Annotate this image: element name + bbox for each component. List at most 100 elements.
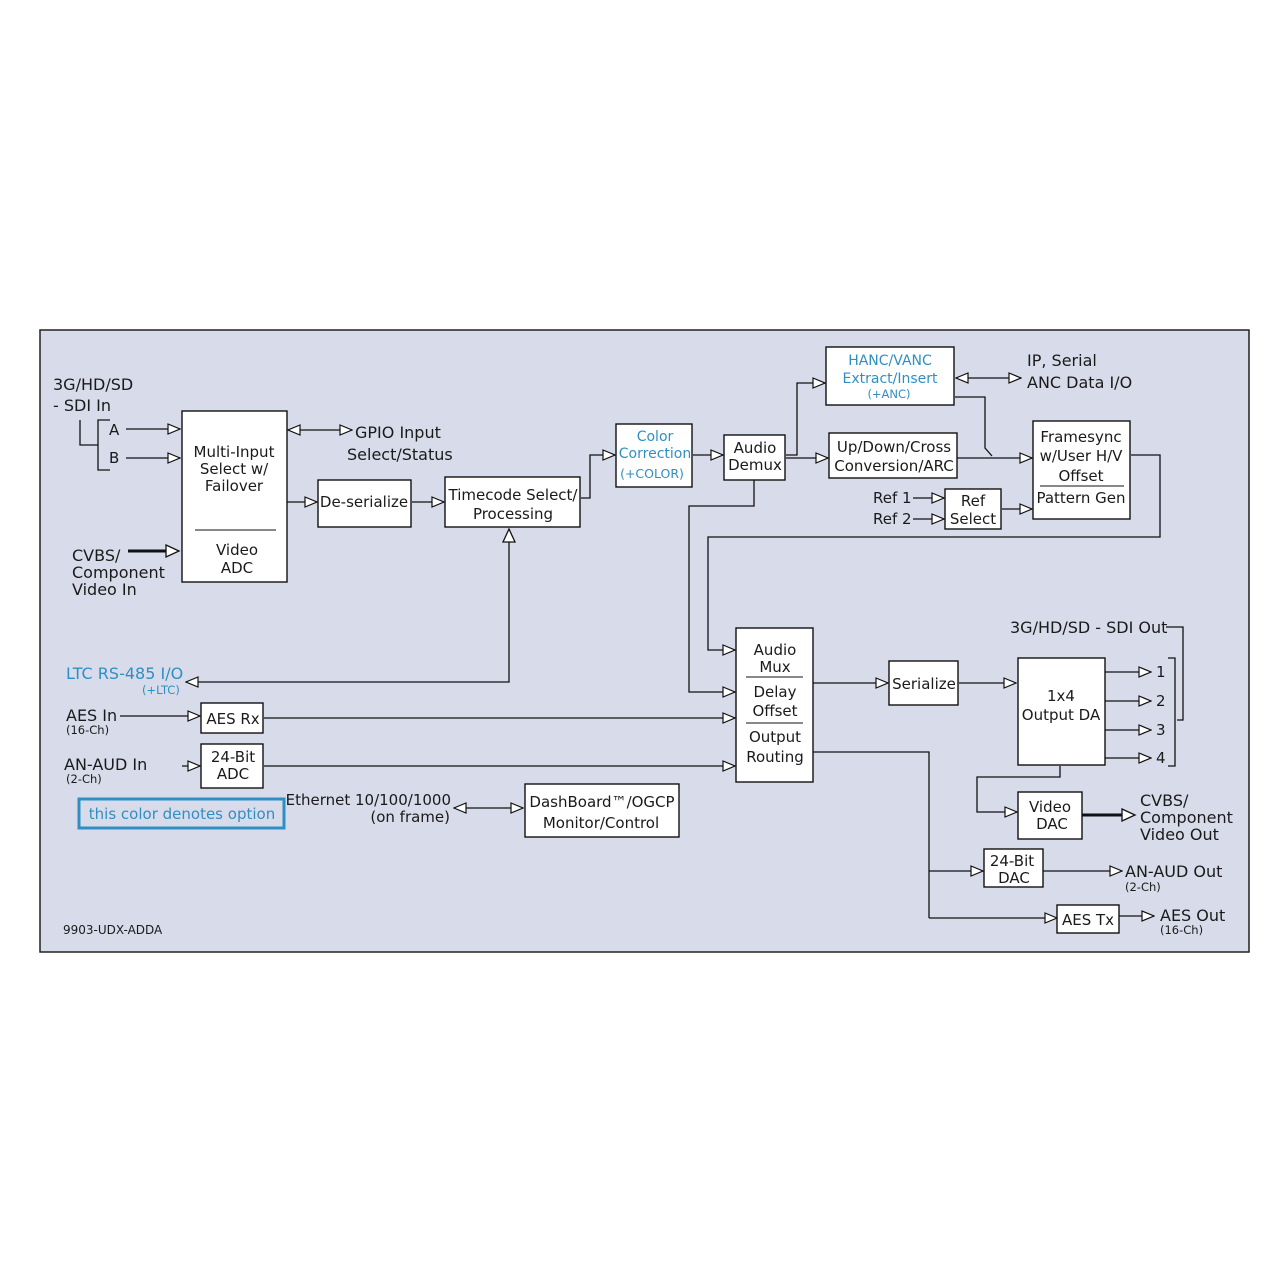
block-serialize: Serialize [888, 660, 959, 706]
aesrx-label: AES Rx [206, 710, 259, 728]
anaud-out-channels: (2-Ch) [1125, 880, 1161, 894]
sdi-out-4: 4 [1156, 749, 1166, 767]
color-line2: Correction [619, 446, 691, 462]
ltc-option-label: (+LTC) [142, 683, 180, 697]
cvbs-out-label-2: Component [1140, 808, 1233, 827]
cvbs-in-label-3: Video In [72, 580, 137, 599]
cvbs-out-label-1: CVBS/ [1140, 791, 1189, 810]
framesync-line3: Offset [1058, 467, 1103, 485]
legend-text: this color denotes option [89, 805, 275, 823]
color-line1: Color [637, 429, 674, 445]
framesync-line4: Pattern Gen [1036, 489, 1125, 507]
da-line2: Output DA [1022, 706, 1101, 724]
hanc-line2: Extract/Insert [842, 371, 938, 387]
block-output-da: 1x4 Output DA [1017, 657, 1106, 766]
sdi-out-2: 2 [1156, 692, 1166, 710]
anaud-out-label: AN-AUD Out [1125, 862, 1222, 881]
mux-line3: Delay [753, 683, 796, 701]
block-audio-mux: Audio Mux Delay Offset Output Routing [735, 627, 814, 783]
legend-option: this color denotes option [77, 797, 286, 830]
block-updown-conversion: Up/Down/Cross Conversion/ARC [828, 432, 958, 479]
model-number: 9903-UDX-ADDA [63, 923, 163, 937]
updown-line2: Conversion/ARC [834, 457, 954, 475]
da-line1: 1x4 [1047, 687, 1075, 705]
demux-line1: Audio [734, 439, 777, 457]
sdi-in-label-1: 3G/HD/SD [53, 375, 133, 394]
multi-input-line2: Select w/ [200, 460, 269, 478]
sdi-in-a-label: A [109, 421, 120, 439]
block-ref-select: Ref Select [944, 488, 1002, 530]
adc-line1: 24-Bit [211, 748, 255, 766]
cvbs-in-label-2: Component [72, 563, 165, 582]
refselect-line1: Ref [961, 492, 986, 510]
block-24bit-dac: 24-Bit DAC [983, 848, 1044, 888]
ip-serial-label-2: ANC Data I/O [1027, 373, 1132, 392]
mux-line4: Offset [752, 702, 797, 720]
block-hanc-vanc: HANC/VANC Extract/Insert (+ANC) [825, 346, 955, 406]
color-line3: (+COLOR) [620, 466, 684, 481]
video-adc-line2: ADC [221, 559, 253, 577]
dac-line2: DAC [998, 869, 1030, 887]
block-multi-input: Multi-Input Select w/ Failover Video ADC [181, 410, 288, 583]
vdac-line2: DAC [1036, 815, 1068, 833]
deserialize-label: De-serialize [320, 493, 408, 511]
vdac-line1: Video [1029, 798, 1071, 816]
sdi-in-b-label: B [109, 449, 119, 467]
ethernet-label-2: (on frame) [370, 808, 450, 826]
block-framesync: Framesync w/User H/V Offset Pattern Gen [1032, 420, 1131, 520]
ref2-label: Ref 2 [873, 510, 912, 528]
dashboard-line1: DashBoard™/OGCP [529, 793, 674, 811]
adc-line2: ADC [217, 765, 249, 783]
mux-line5: Output [749, 728, 801, 746]
serialize-label: Serialize [892, 675, 956, 693]
block-timecode: Timecode Select/ Processing [444, 476, 581, 528]
hanc-line3: (+ANC) [867, 387, 910, 401]
dashboard-line2: Monitor/Control [543, 814, 659, 832]
block-aes-rx: AES Rx [200, 702, 264, 734]
connectors [79, 378, 1184, 918]
block-video-dac: Video DAC [1017, 791, 1083, 840]
ref1-label: Ref 1 [873, 489, 912, 507]
block-deserialize: De-serialize [317, 479, 412, 528]
aes-out-channels: (16-Ch) [1160, 923, 1203, 937]
cvbs-in-label-1: CVBS/ [72, 546, 121, 565]
mux-line1: Audio [754, 641, 797, 659]
block-color-correction: Color Correction (+COLOR) [615, 423, 693, 488]
framesync-line1: Framesync [1040, 428, 1121, 446]
ethernet-label-1: Ethernet 10/100/1000 [286, 791, 451, 809]
ip-serial-label-1: IP, Serial [1027, 351, 1097, 370]
timecode-line1: Timecode Select/ [448, 486, 579, 504]
sdi-in-label-2: - SDI In [53, 396, 111, 415]
aes-in-channels: (16-Ch) [66, 723, 109, 737]
anaud-in-channels: (2-Ch) [66, 772, 102, 786]
sdi-out-1: 1 [1156, 663, 1166, 681]
block-24bit-adc: 24-Bit ADC [200, 743, 264, 789]
timecode-line2: Processing [473, 505, 553, 523]
cvbs-out-label-3: Video Out [1140, 825, 1219, 844]
anaud-in-label: AN-AUD In [64, 755, 147, 774]
framesync-line2: w/User H/V [1040, 447, 1124, 465]
aes-out-label: AES Out [1160, 906, 1225, 925]
dac-line1: 24-Bit [990, 852, 1034, 870]
gpio-label-2: Select/Status [347, 445, 453, 464]
mux-line2: Mux [759, 658, 790, 676]
gpio-label-1: GPIO Input [355, 423, 441, 442]
video-adc-line1: Video [216, 541, 258, 559]
mux-line6: Routing [746, 748, 804, 766]
hanc-line1: HANC/VANC [848, 353, 932, 369]
io-labels: 3G/HD/SD - SDI In A B CVBS/ Component Vi… [53, 351, 1233, 937]
refselect-line2: Select [950, 510, 996, 528]
sdi-out-label: 3G/HD/SD - SDI Out [1010, 618, 1167, 637]
block-aes-tx: AES Tx [1056, 904, 1120, 934]
multi-input-line1: Multi-Input [194, 443, 275, 461]
aes-in-label: AES In [66, 706, 117, 725]
demux-line2: Demux [728, 456, 782, 474]
aestx-label: AES Tx [1062, 911, 1114, 929]
updown-line1: Up/Down/Cross [837, 438, 951, 456]
ltc-label: LTC RS-485 I/O [66, 664, 183, 683]
block-audio-demux: Audio Demux [723, 434, 786, 481]
sdi-out-3: 3 [1156, 721, 1166, 739]
block-dashboard: DashBoard™/OGCP Monitor/Control [524, 783, 680, 838]
multi-input-line3: Failover [205, 477, 264, 495]
